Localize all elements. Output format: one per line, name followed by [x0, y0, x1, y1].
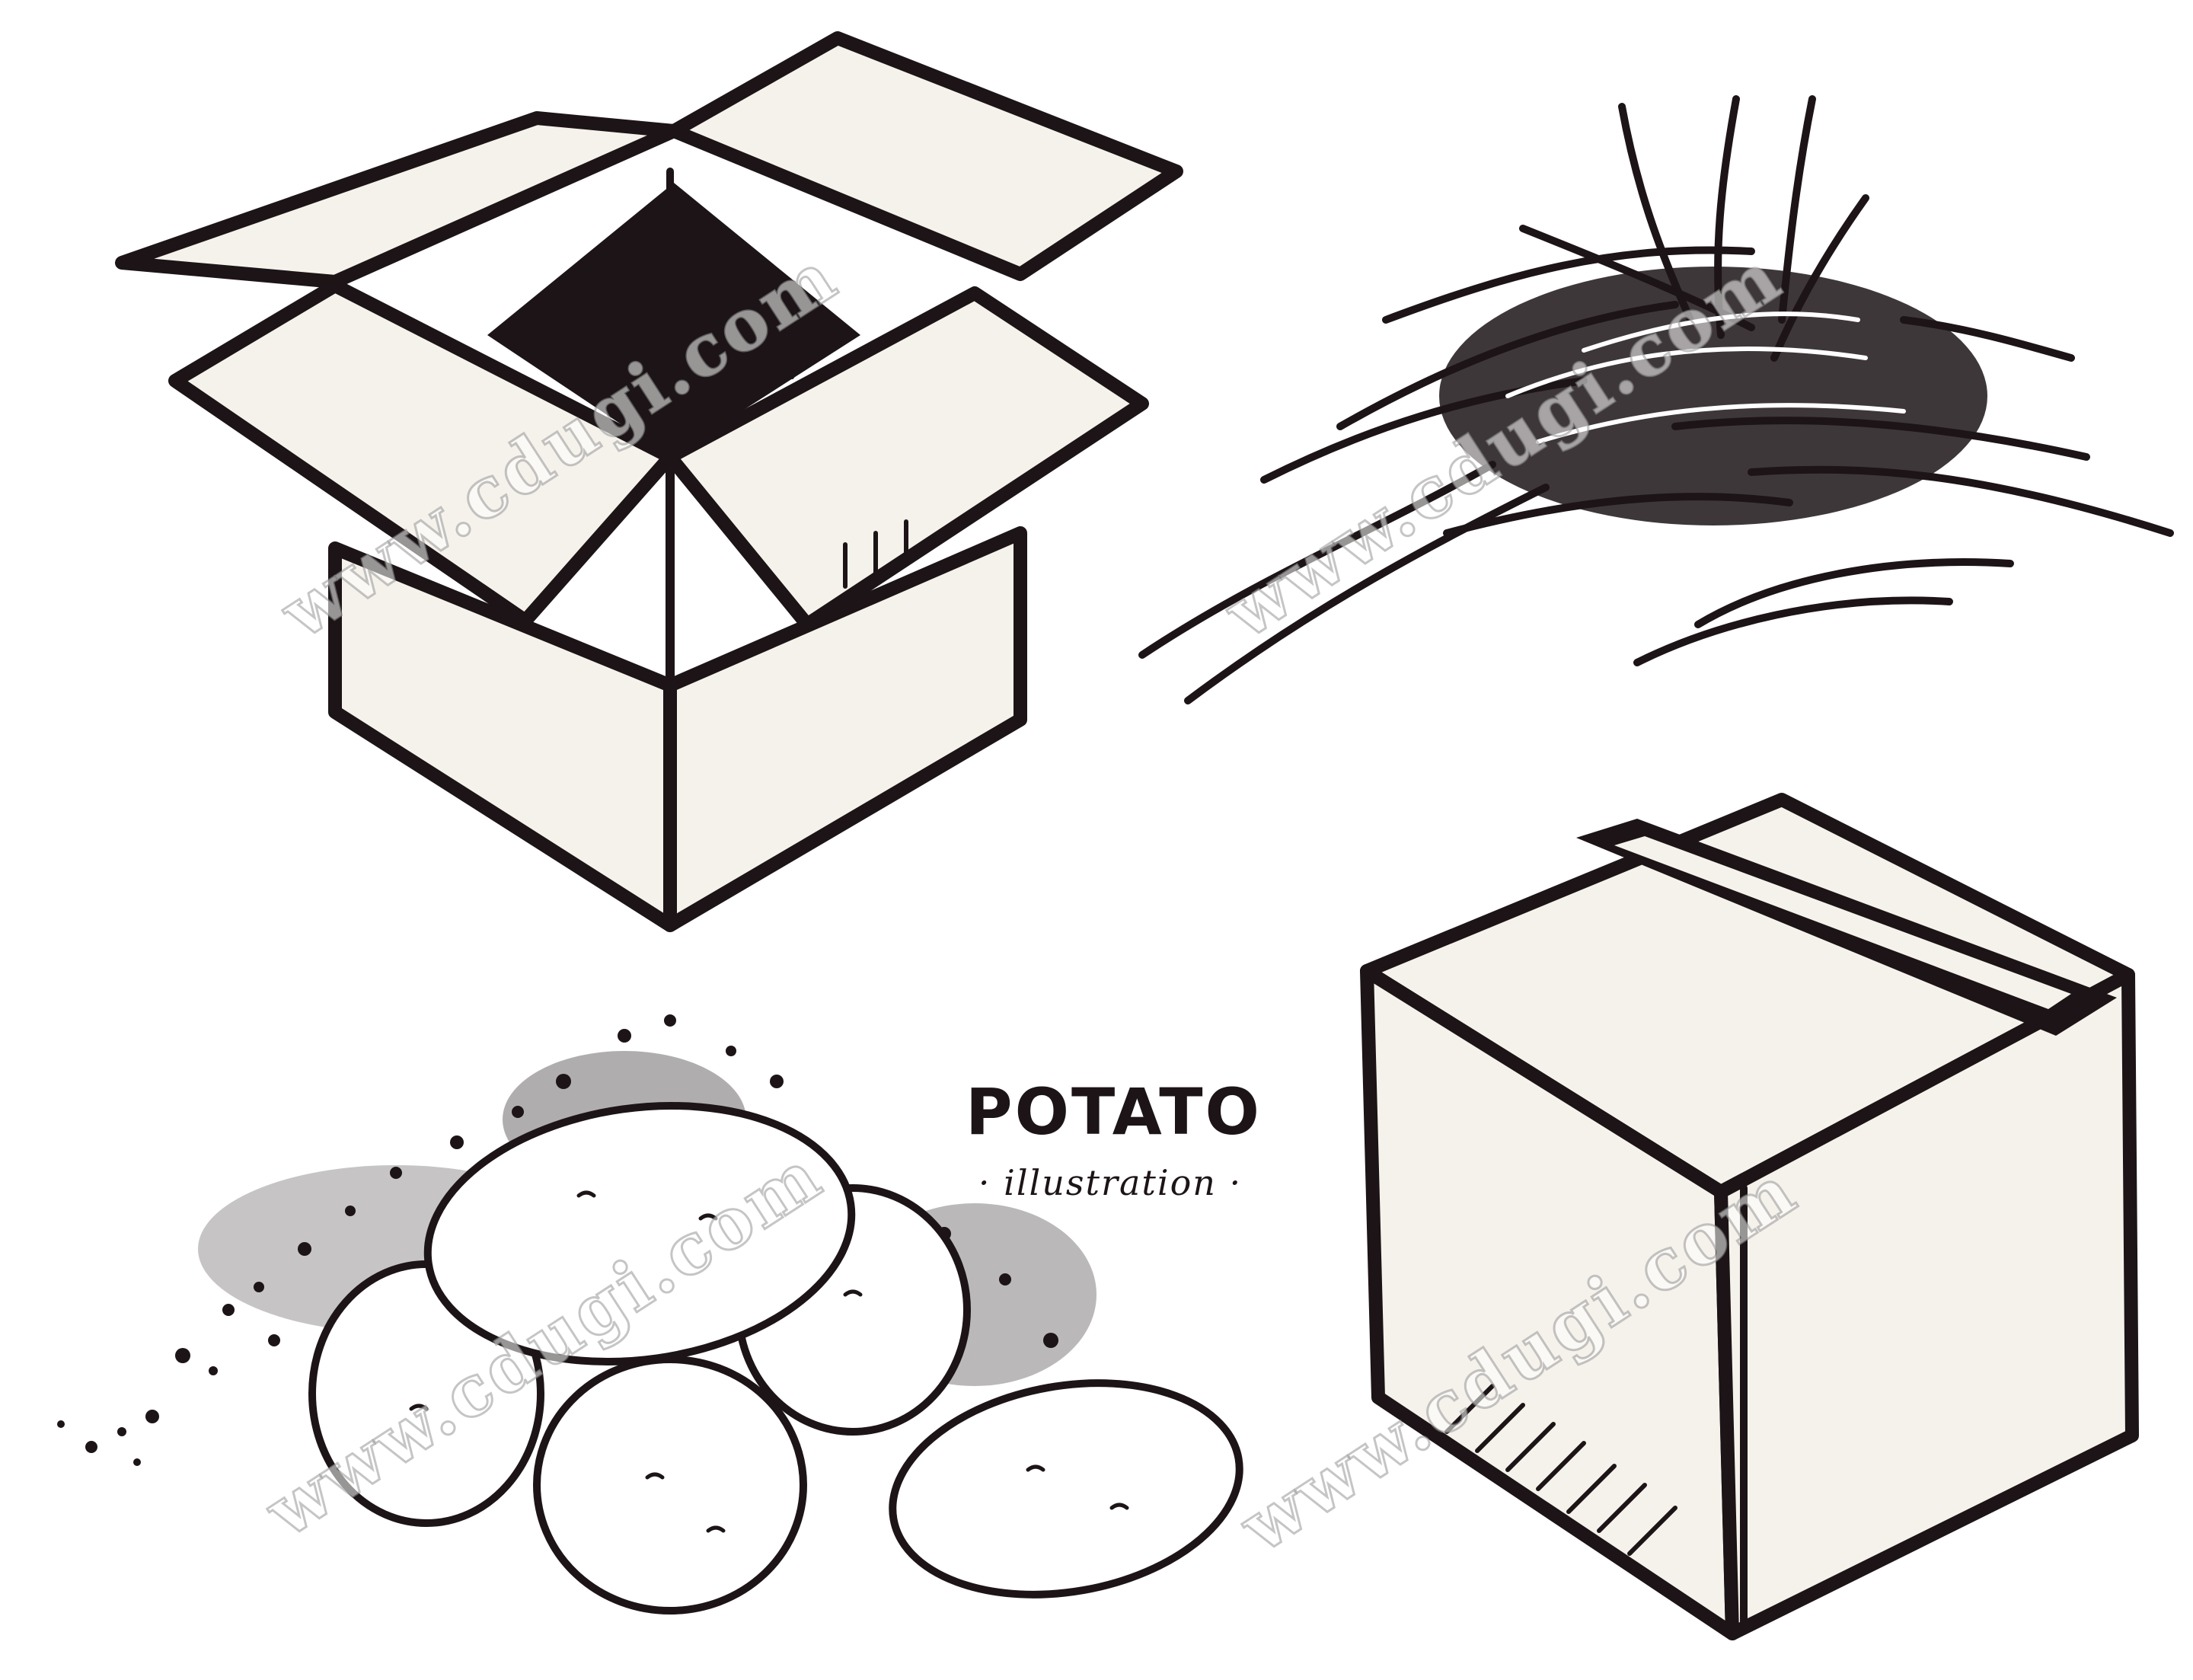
box-hatching	[523, 310, 908, 589]
illustration-subtitle: · illustration ·	[978, 1162, 1243, 1203]
potato-front-center	[533, 1356, 807, 1615]
closed-box-tape-highlight	[1614, 836, 2071, 1009]
box-flap-back-right	[667, 31, 1183, 281]
potato-front-right	[889, 1379, 1243, 1599]
potato-pile-icon	[57, 1014, 1243, 1615]
open-cardboard-box-icon	[115, 31, 1183, 932]
closed-box-right-face	[1714, 968, 2139, 1640]
potato-eyes	[409, 1190, 1129, 1533]
box-flap-front-right	[663, 286, 1149, 631]
potato-title: POTATO	[966, 1075, 1262, 1149]
closed-box-hatching	[1444, 1384, 1677, 1556]
shredded-paper-pile-icon	[1138, 95, 2174, 704]
taped-closed-box-icon	[1360, 793, 2139, 1640]
